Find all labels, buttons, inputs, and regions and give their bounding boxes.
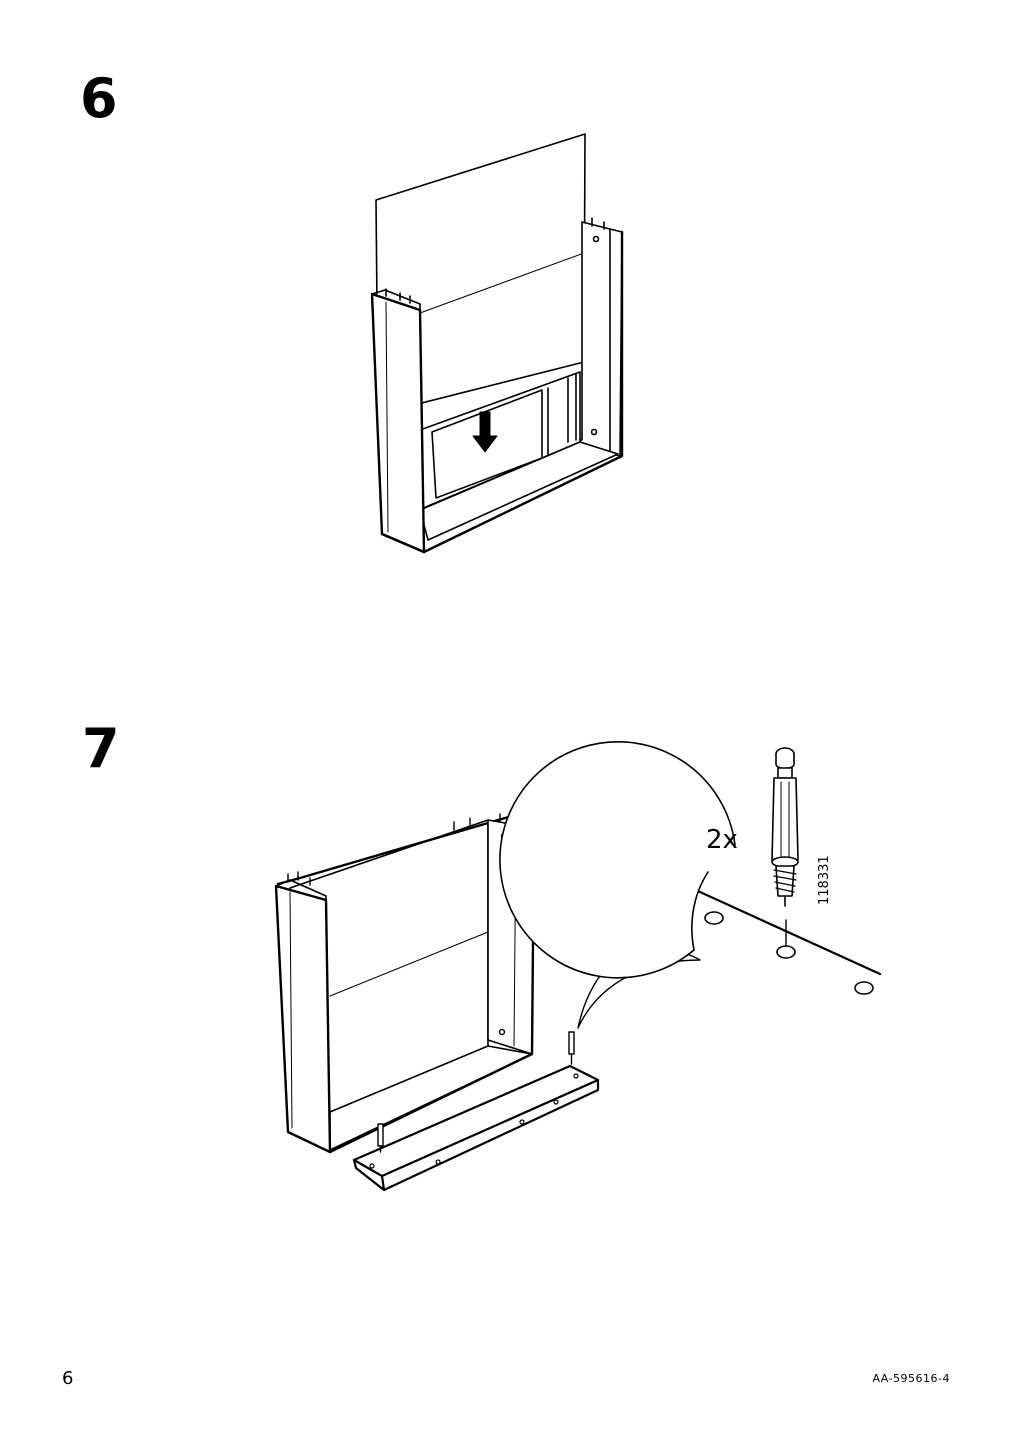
- part-number-label: 118331: [817, 855, 832, 905]
- down-arrow-icon: [472, 411, 498, 453]
- page-number: 6: [62, 1368, 74, 1389]
- step-7-illustration: [274, 740, 882, 1192]
- dowel-screw-icon: [771, 747, 799, 907]
- detail-magnifier-icon: [499, 740, 882, 995]
- step-6-illustration: [370, 133, 624, 554]
- base-plinth-icon: [352, 1031, 600, 1192]
- quantity-label: 2x: [706, 825, 738, 855]
- document-code: AA-595616-4: [872, 1372, 950, 1385]
- left-side-panel: [370, 230, 624, 554]
- step-6-number: 6: [80, 67, 118, 130]
- step-7-number: 7: [82, 717, 120, 780]
